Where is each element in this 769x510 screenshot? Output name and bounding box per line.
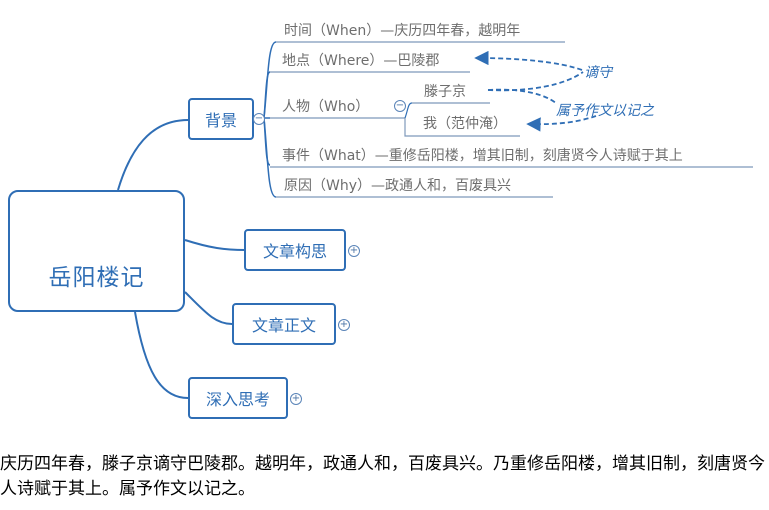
branch-text[interactable]: 文章正文	[232, 303, 336, 345]
branch-structure[interactable]: 文章构思	[244, 229, 346, 271]
connector-people-1	[404, 102, 413, 119]
collapse-background-button[interactable]: −	[253, 113, 265, 125]
root-title: 岳阳楼记	[48, 265, 145, 291]
branch-background[interactable]: 背景	[188, 98, 254, 140]
leaf-time[interactable]: 时间（When）—庆历四年春，越明年	[284, 23, 521, 39]
expand-structure-button[interactable]: +	[348, 245, 360, 257]
branch-background-label: 背景	[204, 111, 237, 130]
connector-bg-time	[263, 41, 277, 119]
connector-background	[117, 119, 189, 191]
root-node[interactable]: 岳阳楼记	[8, 190, 185, 312]
leaf-person2[interactable]: 我（范仲淹）	[423, 116, 507, 132]
leaf-people[interactable]: 人物（Who）	[282, 99, 370, 115]
collapse-people-button[interactable]: −	[394, 100, 406, 112]
connector-people-2	[404, 118, 520, 137]
branch-thinking-label: 深入思考	[205, 390, 270, 409]
connector-text	[184, 291, 233, 325]
arrow-person1-to-relegated	[487, 71, 584, 92]
branch-thinking[interactable]: 深入思考	[188, 377, 288, 419]
connector-bg-reason	[263, 117, 277, 198]
expand-text-button[interactable]: +	[338, 319, 350, 331]
arrow-relegated-to-place	[474, 50, 583, 71]
leaf-person1[interactable]: 滕子京	[424, 84, 466, 100]
annotation-commission[interactable]: 属予作文以记之	[556, 103, 654, 119]
source-paragraph: 庆历四年春，滕子京谪守巴陵郡。越明年，政通人和，百废具兴。乃重修岳阳楼，增其旧制…	[0, 454, 765, 499]
branch-structure-label: 文章构思	[262, 242, 327, 261]
annotation-relegated[interactable]: 谪守	[584, 65, 612, 81]
leaf-reason[interactable]: 原因（Why）—政通人和，百废具兴	[284, 178, 512, 194]
leaf-place[interactable]: 地点（Where）—巴陵郡	[282, 53, 440, 69]
leaf-event[interactable]: 事件（What）—重修岳阳楼，增其旧制，刻唐贤今人诗赋于其上	[282, 148, 683, 164]
arrow-person1-to-commission	[487, 88, 557, 104]
branch-text-label: 文章正文	[251, 316, 316, 335]
arrow-commission-to-me	[526, 115, 597, 132]
connector-bg-place	[263, 71, 271, 119]
expand-thinking-button[interactable]: +	[290, 393, 302, 405]
connector-structure	[184, 239, 246, 251]
connector-thinking	[134, 311, 189, 399]
